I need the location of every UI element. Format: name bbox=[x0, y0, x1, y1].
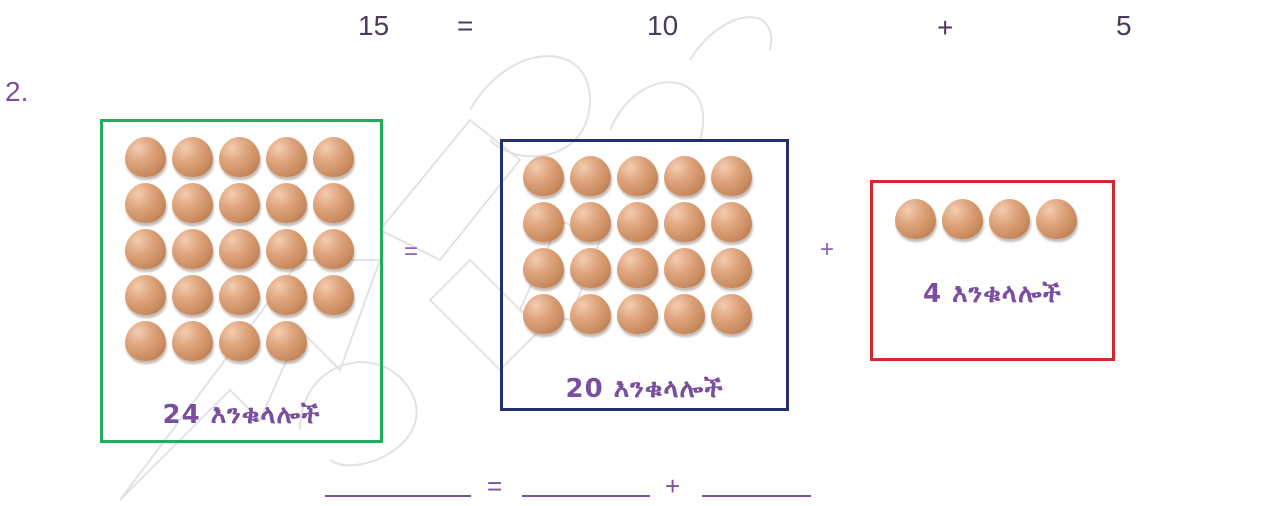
part-b-egg-grid bbox=[895, 199, 1077, 239]
answer-plus-sign: + bbox=[665, 471, 681, 501]
egg-icon bbox=[313, 137, 354, 177]
egg-icon bbox=[523, 248, 564, 288]
egg-icon bbox=[570, 156, 611, 196]
plus-operator: + bbox=[820, 236, 835, 263]
part-a-caption: 20 እንቁላሎች bbox=[565, 374, 724, 404]
egg-icon bbox=[664, 156, 705, 196]
top-total: 15 bbox=[358, 10, 390, 41]
egg-icon bbox=[125, 137, 166, 177]
equals-operator: = bbox=[404, 238, 419, 265]
egg-icon bbox=[989, 199, 1030, 239]
egg-icon bbox=[617, 294, 658, 334]
egg-icon bbox=[942, 199, 983, 239]
egg-icon bbox=[664, 202, 705, 242]
egg-icon bbox=[570, 202, 611, 242]
question-number: 2. bbox=[5, 76, 29, 107]
egg-icon bbox=[266, 321, 307, 361]
egg-icon bbox=[313, 229, 354, 269]
whole-caption: 24 እንቁላሎች bbox=[162, 400, 321, 430]
top-part-b: 5 bbox=[1116, 10, 1132, 41]
egg-icon bbox=[711, 202, 752, 242]
egg-icon bbox=[711, 156, 752, 196]
egg-icon bbox=[266, 183, 307, 223]
egg-icon bbox=[570, 248, 611, 288]
egg-icon bbox=[617, 248, 658, 288]
answer-blank-part-a[interactable] bbox=[522, 495, 650, 497]
egg-icon bbox=[219, 229, 260, 269]
egg-icon bbox=[266, 137, 307, 177]
part-b-group-box: 4 እንቁላሎች bbox=[870, 180, 1115, 361]
egg-icon bbox=[125, 321, 166, 361]
egg-icon bbox=[523, 156, 564, 196]
egg-icon bbox=[523, 202, 564, 242]
top-equals-sign: = bbox=[457, 10, 474, 41]
top-plus-sign: + bbox=[937, 12, 954, 43]
egg-icon bbox=[617, 156, 658, 196]
egg-icon bbox=[125, 275, 166, 315]
egg-icon bbox=[219, 183, 260, 223]
egg-icon bbox=[172, 137, 213, 177]
egg-icon bbox=[219, 321, 260, 361]
part-a-group-box: 20 እንቁላሎች bbox=[500, 139, 789, 411]
egg-icon bbox=[711, 248, 752, 288]
egg-icon bbox=[266, 275, 307, 315]
egg-icon bbox=[125, 229, 166, 269]
egg-icon bbox=[664, 294, 705, 334]
egg-icon bbox=[1036, 199, 1077, 239]
egg-icon bbox=[617, 202, 658, 242]
egg-icon bbox=[172, 275, 213, 315]
egg-icon bbox=[570, 294, 611, 334]
answer-blank-total[interactable] bbox=[325, 495, 471, 497]
egg-icon bbox=[172, 321, 213, 361]
top-part-a: 10 bbox=[647, 10, 679, 41]
egg-icon bbox=[895, 199, 936, 239]
egg-icon bbox=[219, 137, 260, 177]
egg-icon bbox=[313, 275, 354, 315]
egg-icon bbox=[711, 294, 752, 334]
whole-egg-grid bbox=[125, 137, 354, 361]
egg-icon bbox=[172, 183, 213, 223]
egg-icon bbox=[313, 183, 354, 223]
egg-icon bbox=[266, 229, 307, 269]
egg-icon bbox=[664, 248, 705, 288]
answer-blank-part-b[interactable] bbox=[702, 495, 811, 497]
part-b-caption: 4 እንቁላሎች bbox=[923, 279, 1062, 309]
answer-equals-sign: = bbox=[487, 471, 503, 501]
whole-group-box: 24 እንቁላሎች bbox=[100, 119, 383, 443]
egg-icon bbox=[172, 229, 213, 269]
part-a-egg-grid bbox=[523, 156, 752, 334]
egg-icon bbox=[523, 294, 564, 334]
egg-icon bbox=[219, 275, 260, 315]
egg-icon bbox=[125, 183, 166, 223]
